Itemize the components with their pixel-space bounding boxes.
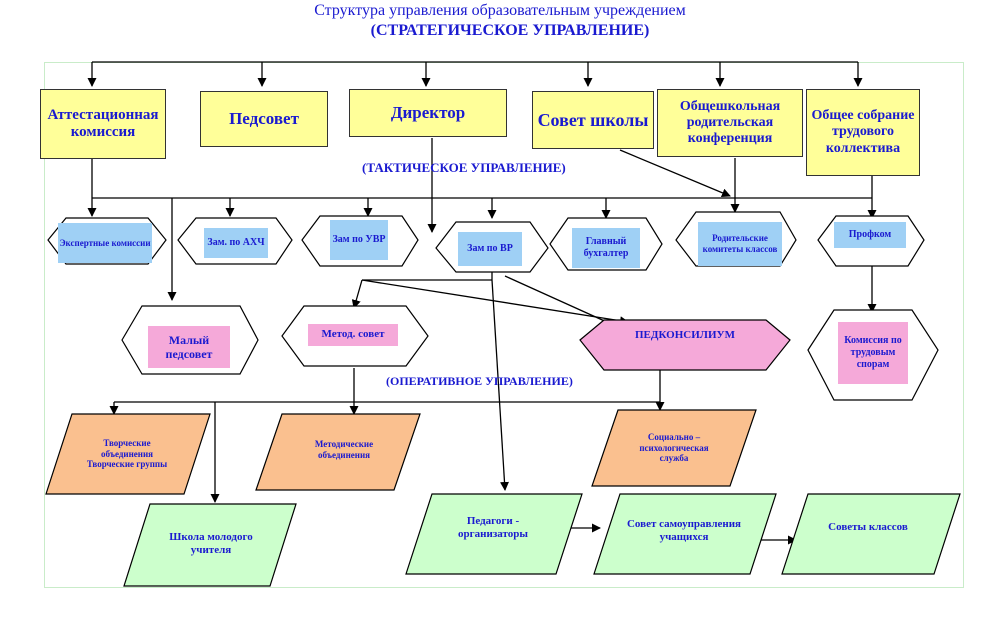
label-parent-committees: Родительские комитеты классов — [698, 222, 782, 266]
diagram-title: Структура управления образовательным учр… — [314, 2, 686, 19]
para-creative — [45, 413, 211, 495]
hex-pedkonsilium — [579, 319, 791, 371]
label-small-pedsovet: Малый педсовет — [148, 326, 230, 368]
para-self-government — [593, 493, 777, 575]
para-methodical — [255, 413, 421, 491]
box-parent-conference: Общешкольная родительская конференция — [657, 89, 803, 157]
box-pedsovet: Педсовет — [200, 91, 328, 147]
operative-heading: (ОПЕРАТИВНОЕ УПРАВЛЕНИЕ) — [386, 374, 573, 388]
label-metod-sovet: Метод. совет — [308, 324, 398, 346]
strategic-connectors — [87, 61, 863, 87]
label-zam-uvr: Зам по УВР — [330, 220, 388, 260]
box-school-council: Совет школы — [532, 91, 654, 149]
tactical-connectors — [87, 138, 877, 313]
label-young-teacher-school: Школа молодого учителя — [169, 530, 253, 556]
strategic-heading: (СТРАТЕГИЧЕСКОЕ УПРАВЛЕНИЕ) — [370, 22, 650, 39]
box-attestation-commission: Аттестационная комиссия — [40, 89, 166, 159]
para-young-teacher — [123, 503, 297, 587]
box-director: Директор — [349, 89, 507, 137]
label-zam-ahch: Зам. по АХЧ — [204, 228, 268, 258]
label-expert-commissions: Экспертные комиссии — [58, 223, 152, 263]
label-chief-accountant: Главный бухгалтер — [572, 228, 640, 268]
label-self-government: Совет самоуправления учащихся — [626, 517, 742, 543]
label-profkom: Профком — [834, 222, 906, 248]
para-class-councils — [781, 493, 961, 575]
tactical-heading: (ТАКТИЧЕСКОЕ УПРАВЛЕНИЕ) — [362, 160, 566, 175]
label-social-service: Социально – психологическая служба — [639, 431, 709, 464]
label-zam-vr: Зам по ВР — [458, 232, 522, 266]
box-general-meeting: Общее собрание трудового коллектива — [806, 89, 920, 176]
label-creative-groups: Творческие объединения Творческие группы — [86, 437, 168, 470]
label-pedkonsilium: ПЕДКОНСИЛИУМ — [635, 329, 735, 342]
para-social — [591, 409, 757, 487]
label-organizers: Педагоги - организаторы — [458, 514, 528, 540]
label-class-councils: Советы классов — [828, 521, 908, 534]
label-labor-disputes: Комиссия по трудовым спорам — [838, 322, 908, 384]
para-organizers — [405, 493, 583, 575]
label-methodical-associations: Методические объединения — [314, 439, 374, 460]
parallelogram-shapes — [45, 409, 961, 587]
